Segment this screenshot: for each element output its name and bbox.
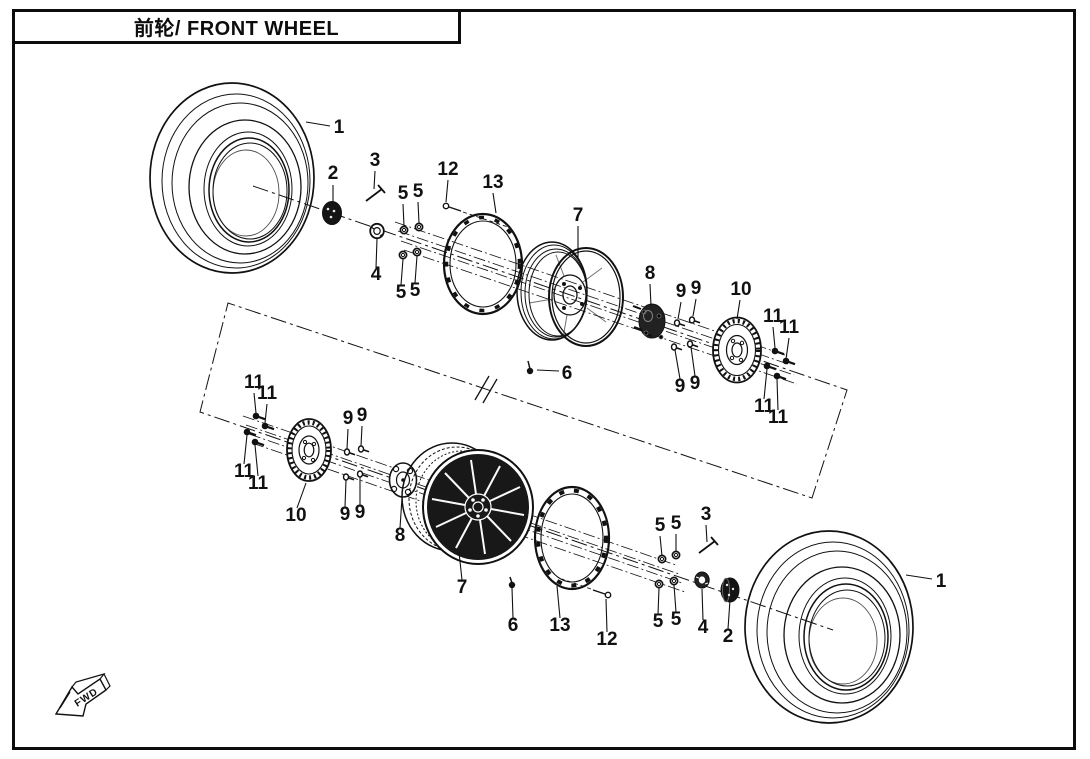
callout-number: 11: [779, 317, 800, 338]
castle-nut-upper: [369, 222, 385, 240]
callout-number: 4: [698, 617, 709, 638]
callout-number: 8: [645, 263, 656, 284]
callout-number: 12: [437, 159, 458, 180]
callout-number: 7: [573, 205, 584, 226]
dust-cap-upper: [322, 201, 342, 225]
brake-disc-upper: [712, 316, 762, 384]
callout-number: 1: [936, 571, 947, 592]
bolt-upper: [686, 340, 699, 348]
callout-number: 9: [355, 502, 366, 523]
callout-number: 9: [690, 373, 701, 394]
nut-upper: [412, 247, 422, 257]
callout-number: 10: [285, 505, 306, 526]
axis-lines: [199, 185, 848, 631]
title-box: 前轮/ FRONT WHEEL: [12, 9, 461, 44]
rim-lower: [401, 442, 534, 565]
callout-number: 5: [410, 280, 421, 301]
callout-number: 5: [396, 282, 407, 303]
tire-upper: [149, 82, 315, 274]
callout-number: 5: [671, 609, 682, 630]
rim-upper: [516, 241, 624, 347]
screw-lower: [561, 578, 612, 599]
bolt-upper: [688, 316, 701, 324]
cotter-pin-upper: [365, 184, 386, 202]
callout-number: 3: [701, 504, 712, 525]
disc-bolt-upper: [770, 346, 786, 356]
nut-lower: [654, 579, 664, 589]
dust-cap-lower: [720, 577, 740, 603]
callout-number: 5: [413, 181, 424, 202]
callout-number: 13: [549, 615, 570, 636]
callout-leaders-upper: [305, 121, 790, 411]
callout-number: 4: [371, 264, 382, 285]
fwd-arrow: FWD: [54, 672, 111, 717]
disc-bolt-upper: [781, 356, 797, 366]
callout-number: 9: [691, 278, 702, 299]
callout-number: 11: [234, 461, 255, 482]
page-border: [12, 9, 1076, 750]
callout-number: 11: [248, 473, 269, 494]
callout-number: 5: [671, 513, 682, 534]
beadlock-ring-lower: [533, 485, 611, 591]
lower-assembly: 11 11 11 11 10 9 9 9 9 8 7 6 13 12 5 5 5…: [234, 372, 947, 724]
callout-number: 6: [562, 363, 573, 384]
callout-leaders-lower: [243, 392, 933, 633]
nut-upper: [414, 222, 424, 232]
bolt-upper: [673, 319, 686, 327]
cotter-pin-lower: [698, 536, 719, 554]
bolt-lower: [343, 448, 356, 456]
nut-lower: [657, 554, 667, 564]
callout-number: 11: [257, 383, 278, 404]
disc-bolt-lower: [250, 437, 266, 447]
disc-bolt-lower: [251, 411, 267, 421]
axis-break-marks: [474, 375, 498, 404]
callout-number: 9: [357, 405, 368, 426]
callout-number: 1: [334, 117, 345, 138]
callouts-lower: 11 11 11 11 10 9 9 9 9 8 7 6 13 12 5 5 5…: [234, 372, 947, 650]
callout-number: 9: [340, 504, 351, 525]
callouts-upper: 1 2 3 4 5 5 5 5 12 13 7 6 8 9 9 9 9 10 1…: [328, 117, 800, 428]
callout-number: 12: [596, 629, 617, 650]
callout-number: 11: [754, 396, 775, 417]
callout-number: 5: [398, 183, 409, 204]
tire-lower: [744, 530, 914, 724]
callout-number: 9: [675, 376, 686, 397]
callout-number: 11: [768, 407, 789, 428]
brake-disc-lower: [286, 418, 332, 482]
valve-lower: [508, 576, 516, 589]
callout-number: 3: [370, 150, 381, 171]
upper-assembly: 1 2 3 4 5 5 5 5 12 13 7 6 8 9 9 9 9 10 1…: [149, 82, 800, 428]
callout-number: 11: [244, 372, 265, 393]
nut-upper: [398, 250, 408, 260]
castle-nut-lower: [694, 571, 710, 589]
callout-number: 7: [457, 577, 468, 598]
page-title: 前轮/ FRONT WHEEL: [133, 18, 340, 40]
hub-upper: [632, 303, 666, 340]
callout-number: 10: [730, 279, 751, 300]
nut-upper: [399, 225, 409, 235]
callout-number: 13: [482, 172, 503, 193]
callout-number: 5: [653, 611, 664, 632]
bolt-lower: [357, 445, 370, 453]
bolt-upper: [670, 343, 683, 351]
nut-lower: [669, 576, 679, 586]
valve-upper: [526, 360, 534, 375]
screw-upper: [442, 202, 512, 229]
nut-lower: [671, 550, 681, 560]
beadlock-ring-upper: [442, 212, 524, 316]
callout-number: 2: [723, 626, 734, 647]
callout-number: 11: [763, 306, 784, 327]
callout-number: 5: [655, 515, 666, 536]
callout-number: 9: [676, 281, 687, 302]
bolt-lower: [342, 473, 355, 481]
callout-number: 8: [395, 525, 406, 546]
callout-number: 6: [508, 615, 519, 636]
callout-number: 9: [343, 408, 354, 429]
disc-bolt-upper: [772, 371, 788, 381]
callout-number: 2: [328, 163, 339, 184]
